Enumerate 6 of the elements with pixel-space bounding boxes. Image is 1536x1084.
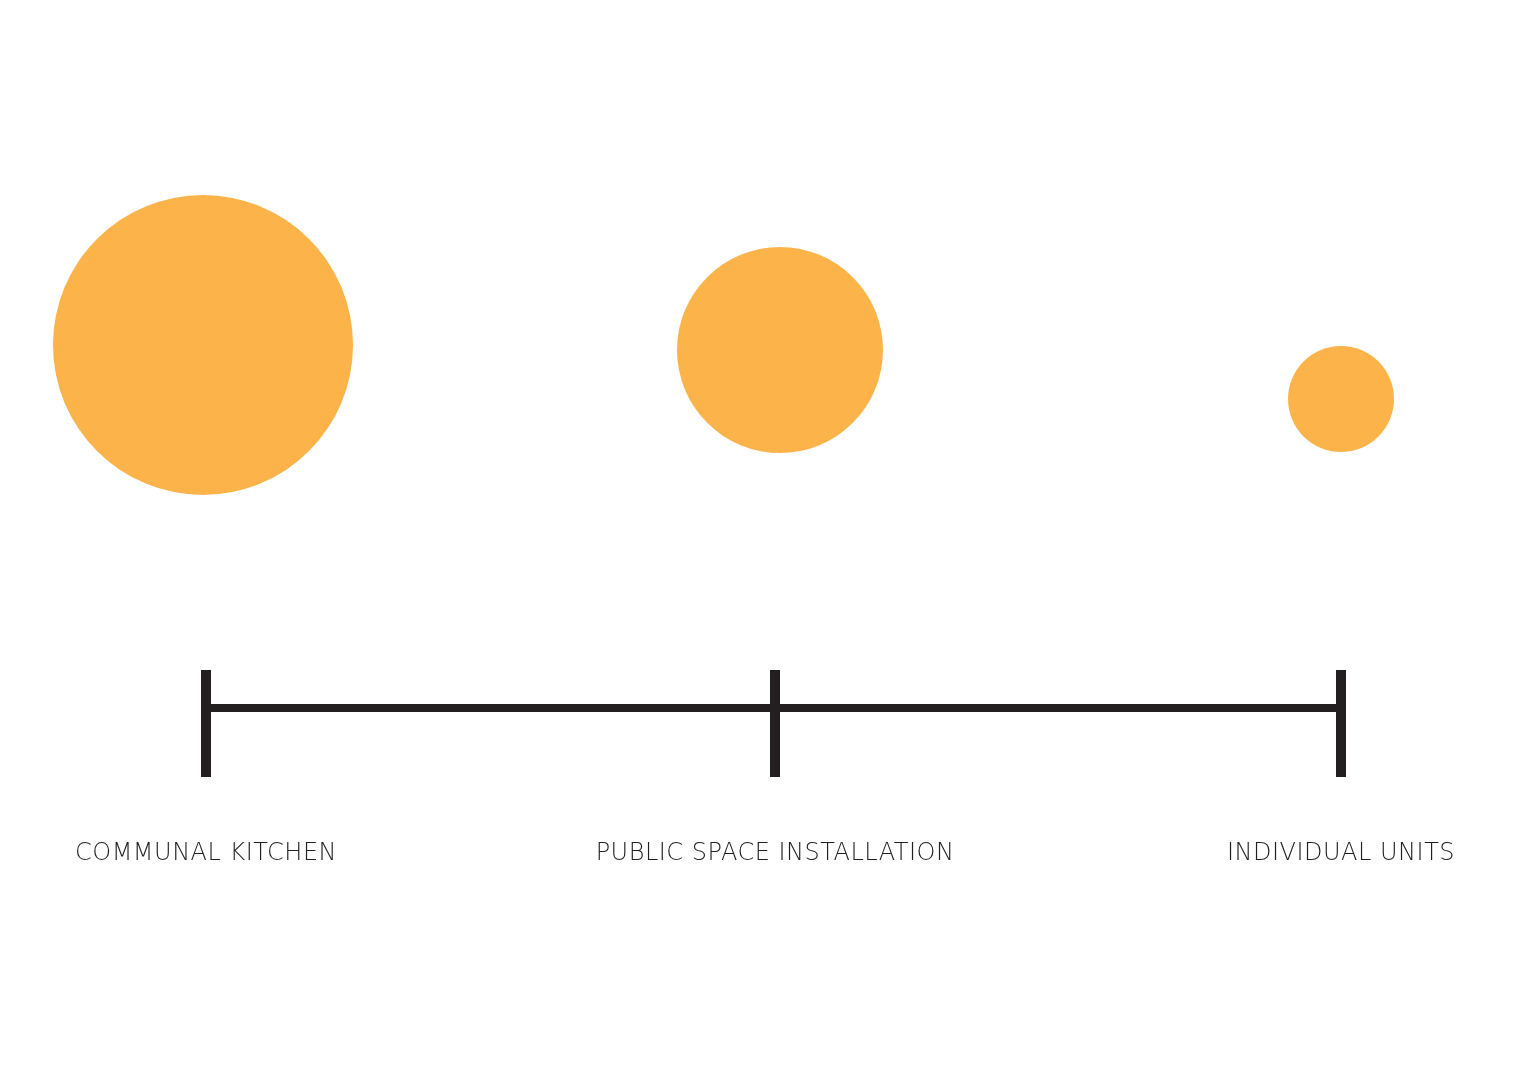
category-label: INDIVIDUAL UNITS bbox=[1227, 838, 1455, 866]
size-circle bbox=[1288, 346, 1394, 452]
category-label: COMMUNAL KITCHEN bbox=[75, 838, 337, 866]
size-circle bbox=[53, 195, 353, 495]
category-label: PUBLIC SPACE INSTALLATION bbox=[595, 838, 955, 866]
size-circle bbox=[677, 247, 883, 453]
